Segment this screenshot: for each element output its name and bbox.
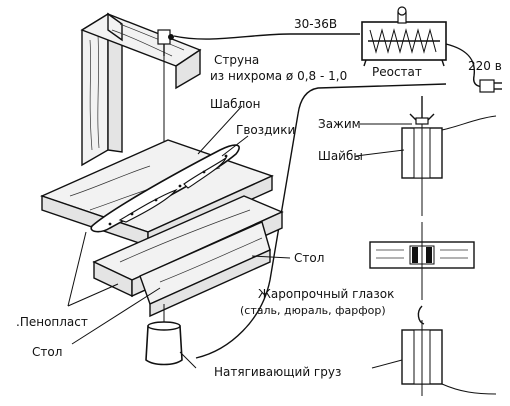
label-nails: Гвоздики — [236, 123, 295, 137]
label-table-left: Стол — [32, 345, 62, 359]
detail-weight — [401, 305, 497, 396]
label-string: Струна — [214, 53, 259, 67]
label-template: Шаблон — [210, 97, 260, 111]
frame-arm — [80, 12, 202, 90]
detail-eye — [369, 222, 475, 300]
string-clamp-top — [157, 29, 174, 56]
label-washers: Шайбы — [318, 149, 363, 163]
label-heat-eye: Жаропрочный глазок — [258, 287, 394, 301]
leader-lines — [67, 105, 412, 369]
tension-weight — [145, 304, 183, 366]
label-weight: Натягивающий груз — [214, 365, 341, 379]
label-clamp: Зажим — [318, 117, 361, 131]
detail-clamp — [401, 96, 497, 216]
mains-cable — [445, 43, 502, 93]
label-mains: 220 в — [468, 59, 502, 73]
label-foam: .Пенопласт — [16, 315, 88, 329]
template-piece — [90, 144, 240, 233]
wire-to-rheostat — [173, 33, 360, 40]
label-voltage: 30-36В — [294, 17, 337, 31]
label-heat-eye-materials: (сталь, дюраль, фарфор) — [240, 304, 386, 317]
label-table-right: Стол — [294, 251, 324, 265]
label-string-material: из нихрома ø 0,8 - 1,0 — [210, 69, 347, 83]
label-rheostat: Реостат — [372, 65, 422, 79]
return-wire — [195, 83, 447, 359]
lower-table — [92, 195, 284, 318]
rheostat-device — [361, 6, 447, 67]
